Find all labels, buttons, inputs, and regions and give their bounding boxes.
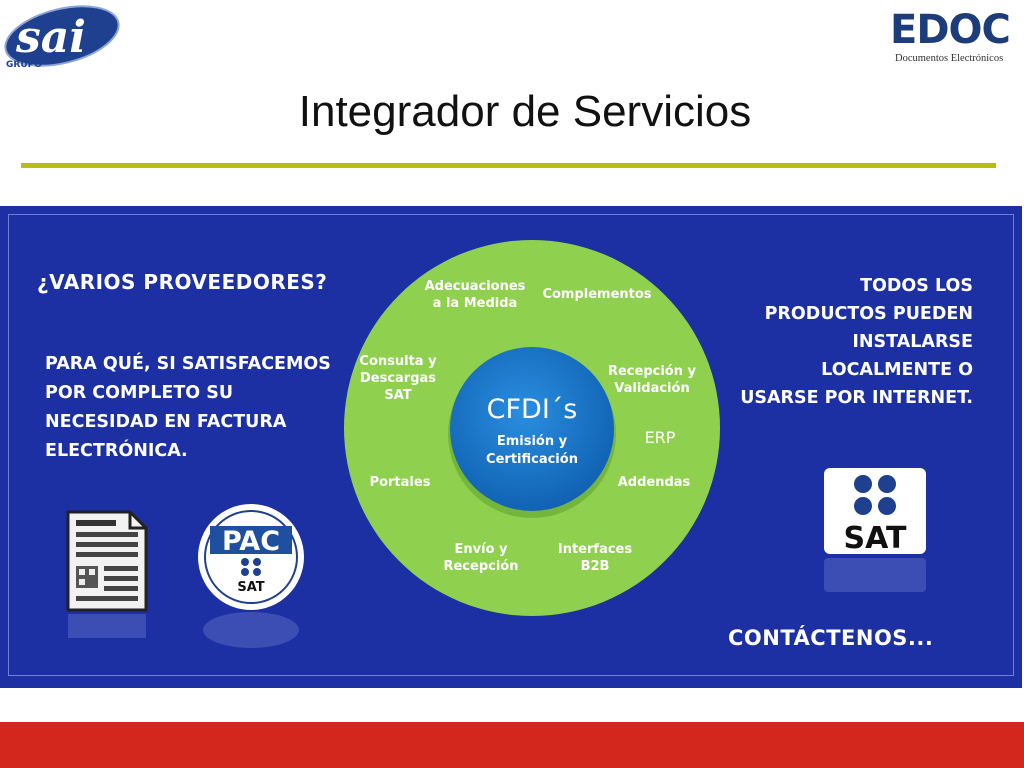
products-install-text: TODOS LOS PRODUCTOS PUEDEN INSTALARSE LO… — [673, 272, 973, 412]
page-title: Integrador de Servicios — [298, 87, 752, 136]
ring-item-interfaces: Interfaces B2B — [557, 542, 633, 574]
footer-band — [0, 722, 1024, 768]
satisfaction-text: PARA QUÉ, SI SATISFACEMOS POR COMPLETO S… — [45, 350, 365, 466]
banner-frame — [8, 214, 1014, 676]
inner-circle — [450, 347, 614, 511]
cfdi-subtitle: Emisión y Certificación — [486, 434, 578, 467]
products-line: PRODUCTOS PUEDEN — [764, 304, 973, 324]
svg-text:sai: sai — [15, 12, 86, 63]
grupo-sai-logo: sai GRUPO — [0, 0, 125, 75]
products-line: LOCALMENTE O — [821, 360, 973, 380]
ring-item-portales: Portales — [369, 475, 431, 490]
svg-text:SAT: SAT — [844, 521, 907, 556]
edoc-logo: EDOC Documentos Electrónicos — [890, 8, 1020, 70]
title-divider — [21, 163, 996, 168]
ring-item-complementos: Complementos — [542, 287, 652, 302]
products-line: TODOS LOS — [860, 276, 973, 296]
sat-logo: SAT — [822, 466, 928, 596]
providers-question: ¿VARIOS PROVEEDORES? — [37, 270, 328, 294]
satisfaction-line: NECESIDAD EN FACTURA — [45, 412, 287, 432]
svg-text:PAC: PAC — [222, 526, 280, 557]
svg-text:SAT: SAT — [237, 580, 264, 595]
ring-item-erp: ERP — [644, 428, 676, 447]
contact-link[interactable]: CONTÁCTENOS... — [728, 626, 934, 650]
svg-text:GRUPO: GRUPO — [6, 60, 42, 70]
satisfaction-line: ELECTRÓNICA. — [45, 441, 188, 461]
products-line: INSTALARSE — [852, 332, 973, 352]
ring-item-adecuaciones: Adecuaciones a la Medida — [424, 279, 526, 311]
products-line: USARSE POR INTERNET. — [740, 388, 973, 408]
ring-item-addendas: Addendas — [617, 475, 691, 490]
pac-sat-seal: PAC SAT — [196, 502, 306, 652]
ring-item-envio: Envío y Recepción — [443, 542, 519, 574]
ring-item-recepcion-validacion: Recepción y Validación — [607, 364, 696, 396]
edoc-wordmark: EDOC — [890, 7, 1011, 53]
invoice-document-icon — [64, 508, 150, 644]
ring-item-consulta: Consulta y Descargas SAT — [359, 354, 437, 403]
cfdi-title: CFDI´s — [486, 394, 578, 425]
edoc-subtitle: Documentos Electrónicos — [895, 53, 1004, 64]
satisfaction-line: POR COMPLETO SU — [45, 383, 234, 403]
cfdi-services-diagram: CFDI´s Emisión y Certificación Adecuacio… — [342, 236, 722, 620]
satisfaction-line: PARA QUÉ, SI SATISFACEMOS — [45, 354, 331, 374]
